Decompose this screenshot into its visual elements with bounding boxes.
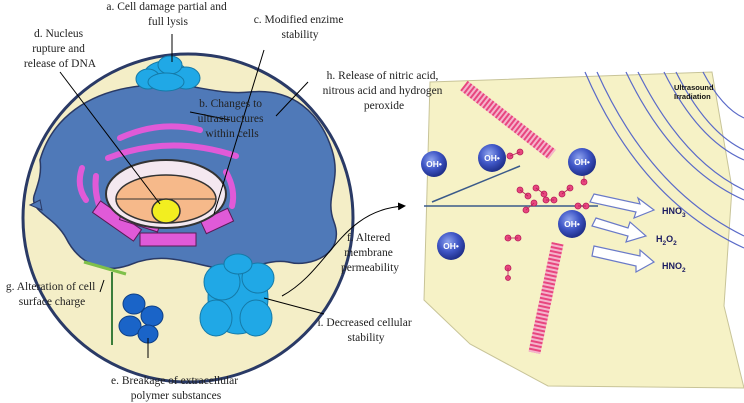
- oh-radical: OH•: [421, 151, 447, 177]
- label-b: b. Changes to ultrastructures within cel…: [198, 98, 267, 140]
- dna-nucleolus: [151, 198, 181, 224]
- label-i: i. Decreased cellular stability: [317, 317, 414, 344]
- h2o2-label: H2O2: [656, 234, 677, 247]
- leader-lines: [59, 34, 406, 358]
- label-a: a. Cell damage partial and full lysis: [106, 1, 229, 28]
- oh-radical-label: OH•: [443, 241, 459, 251]
- leader-f: [281, 202, 406, 297]
- membrane-upper: [460, 80, 556, 160]
- organelle-arc-1: [117, 123, 203, 141]
- oh-radical-label: OH•: [564, 219, 580, 229]
- surface-charge-marker: [83, 260, 127, 345]
- leader-d: [59, 71, 161, 205]
- membrane-lower: [528, 241, 564, 355]
- arrow-hno3: [589, 193, 656, 220]
- lysis-cloud: [135, 55, 201, 92]
- cytoplasm-edge-notch: [28, 199, 43, 211]
- oh-radicals: OH• OH• OH• OH• OH•: [421, 144, 596, 260]
- nucleus: [105, 159, 227, 229]
- label-d: d. Nucleus rupture and release of DNA: [24, 28, 97, 70]
- oh-radical-label: OH•: [484, 153, 500, 163]
- leader-g: [99, 279, 105, 293]
- er-block-2: [139, 232, 197, 247]
- oh-radical: OH•: [478, 144, 506, 172]
- arrow-h2o2: [591, 217, 648, 243]
- chemical-arrows: [589, 193, 656, 274]
- arrow-hno2: [591, 245, 656, 274]
- label-h: h. Release of nitric acid, nitrous acid …: [323, 70, 446, 112]
- organelle-arc-5: [223, 169, 237, 209]
- leader-i: [263, 297, 325, 315]
- leader-b: [189, 111, 231, 121]
- hno2-label: HNO2: [662, 261, 686, 274]
- ultrasound-label: Ultrasound Irradiation: [674, 83, 716, 101]
- label-g: g. Alteration of cell surface charge: [6, 281, 98, 308]
- oh-radical-label: OH•: [426, 159, 442, 169]
- label-f: f. Altered membrane permeability: [341, 232, 399, 274]
- label-c: c. Modified enzime stability: [254, 14, 347, 41]
- stability-cloud: [199, 253, 275, 337]
- organelle-arc-4: [76, 165, 89, 203]
- oh-radical: OH•: [437, 232, 465, 260]
- ultrasound-panel: OH• OH• OH• OH• OH• HNO3 H2O2 HNO2 Ultra…: [421, 71, 744, 389]
- panel-line-diagonal: [431, 165, 521, 203]
- oh-radical: OH•: [568, 148, 596, 176]
- cell: [21, 52, 355, 384]
- leader-h: [275, 81, 309, 117]
- leader-c: [213, 49, 265, 215]
- ultrasound-waves: [584, 71, 744, 249]
- labels: a. Cell damage partial and full lysis d.…: [6, 1, 446, 402]
- label-e: e. Breakage of extracellular polymer sub…: [111, 375, 241, 402]
- oh-radical: OH•: [558, 210, 586, 238]
- hno3-label: HNO3: [662, 206, 686, 219]
- oh-radical-label: OH•: [574, 157, 590, 167]
